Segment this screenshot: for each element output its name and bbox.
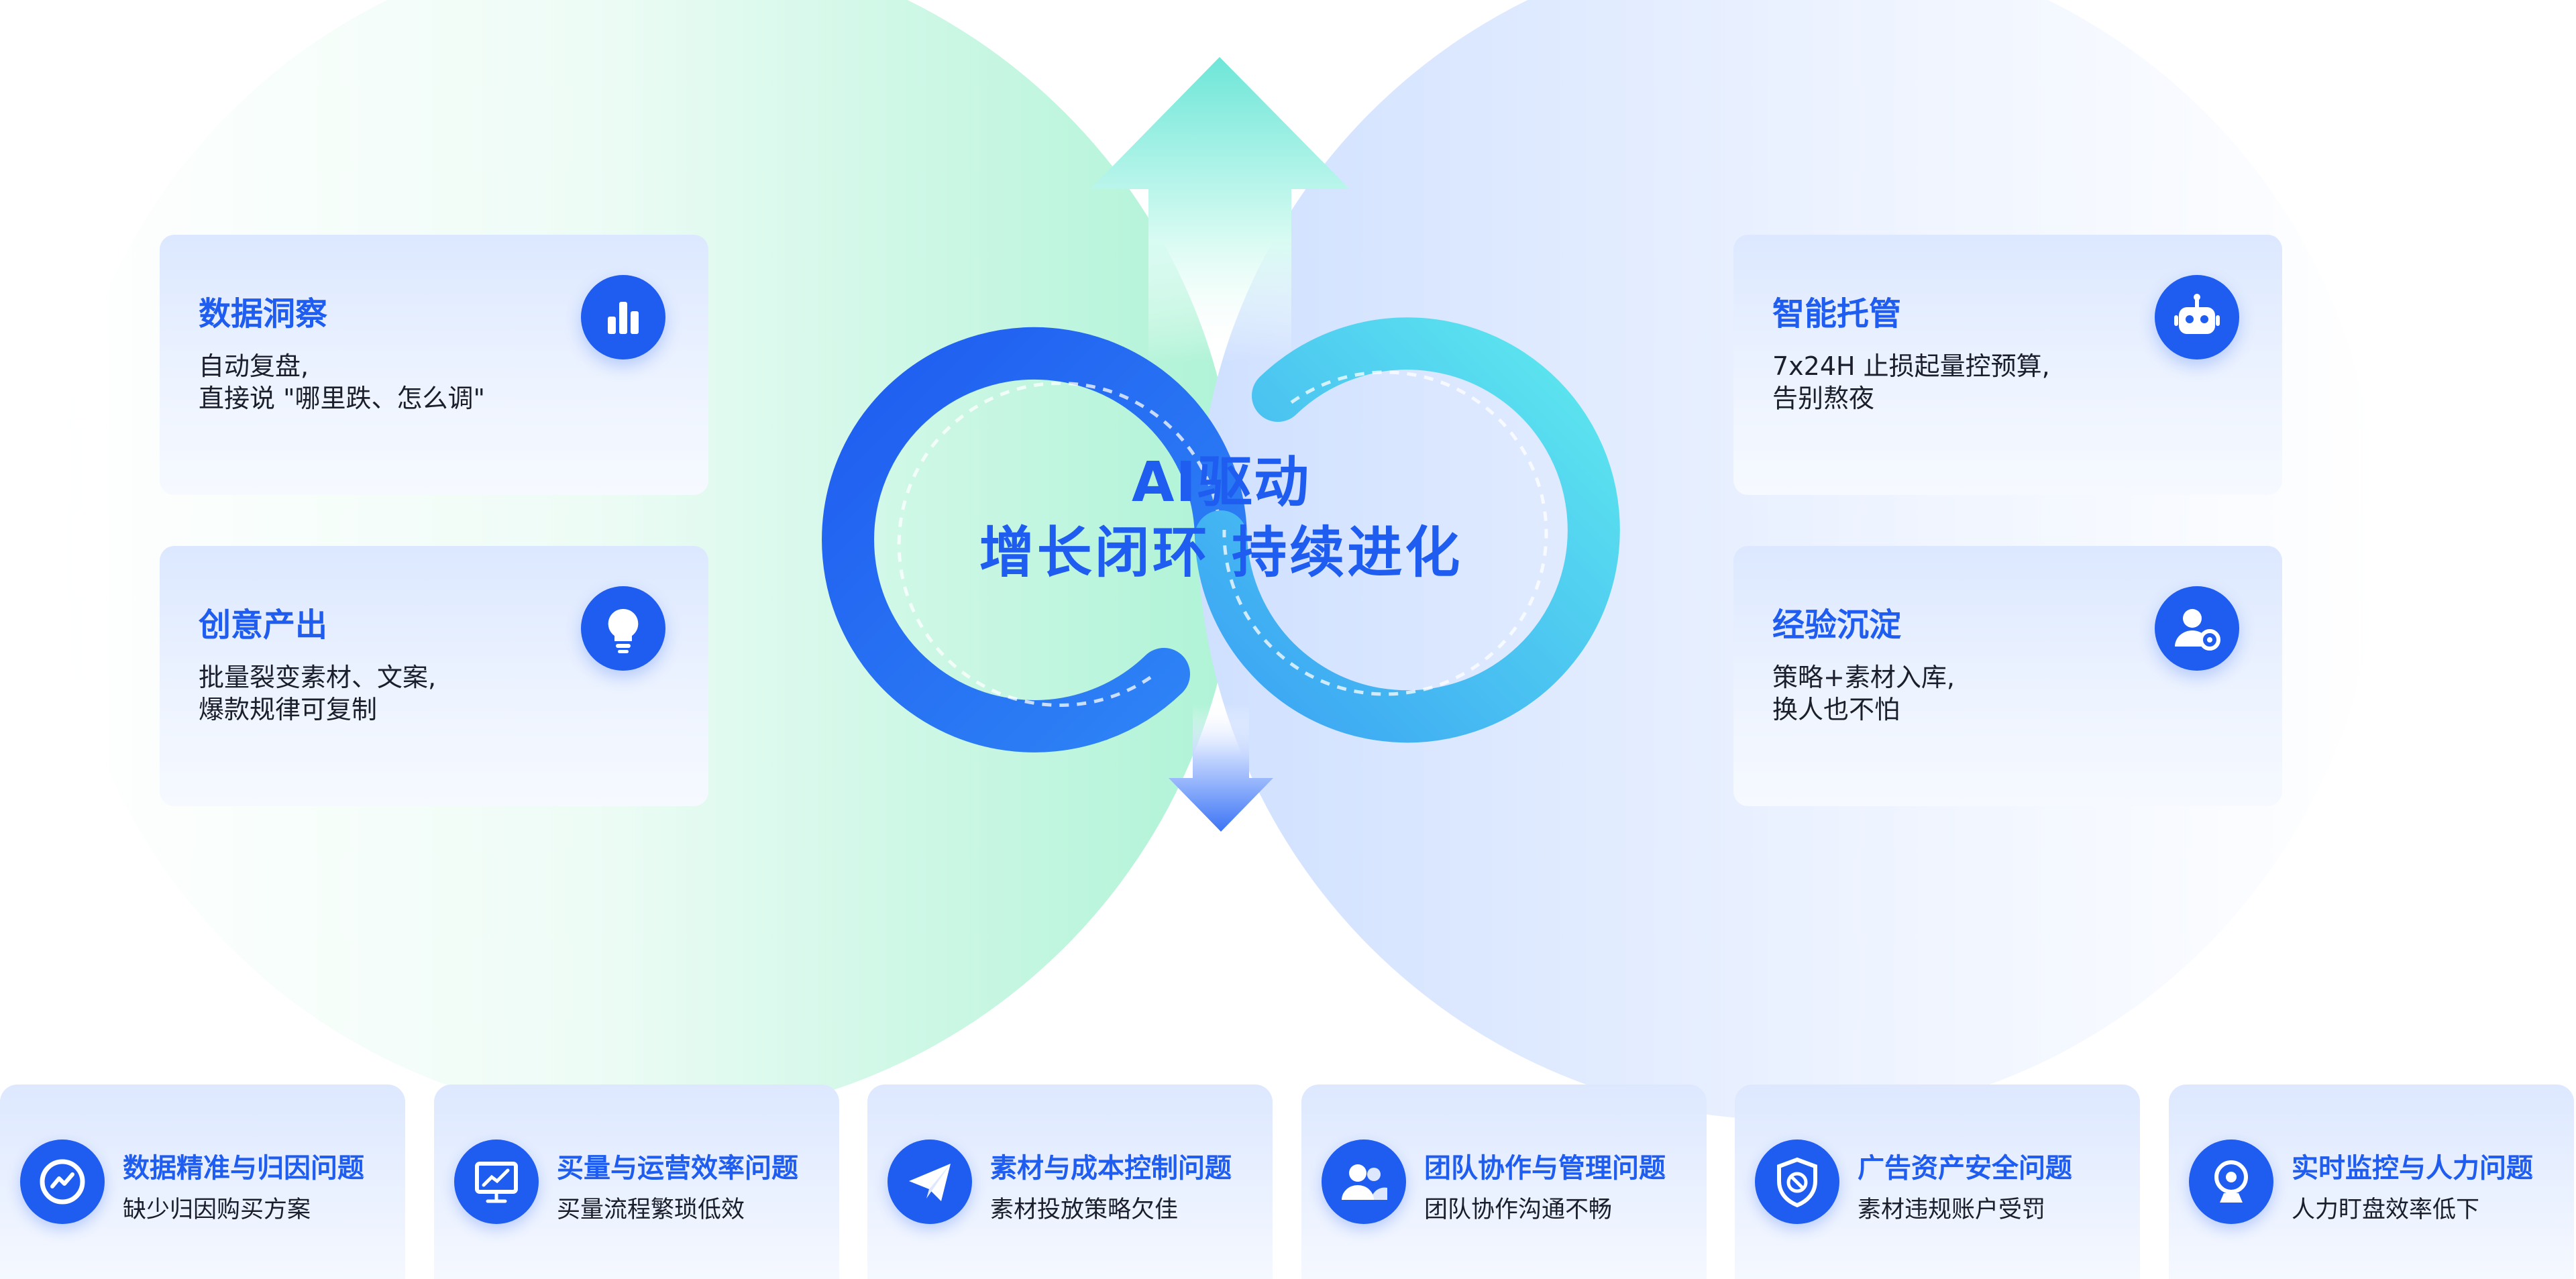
problem-card-security: 广告资产安全问题 素材违规账户受罚 <box>1735 1085 2140 1279</box>
card-data-insight: 数据洞察 自动复盘, 直接说 "哪里跌、怎么调" <box>160 235 708 495</box>
card-title: 智能托管 <box>1772 295 1902 333</box>
presentation-chart-icon <box>454 1139 539 1224</box>
card-title: 数据洞察 <box>199 295 328 333</box>
card-experience: 经验沉淀 策略+素材入库, 换人也不怕 <box>1733 546 2282 806</box>
slogan-line-2: 增长闭环 持续进化 <box>979 521 1463 585</box>
problem-title: 实时监控与人力问题 <box>2292 1153 2533 1184</box>
problem-card-attribution: 数据精准与归因问题 缺少归因购买方案 <box>0 1085 405 1279</box>
team-icon <box>1322 1139 1406 1224</box>
shield-ban-icon <box>1755 1139 1839 1224</box>
user-gear-icon <box>2155 586 2239 671</box>
lightbulb-icon <box>581 586 665 671</box>
paper-plane-icon <box>888 1139 972 1224</box>
problem-desc: 素材违规账户受罚 <box>1858 1197 2046 1223</box>
card-smart-hosting: 智能托管 7x24H 止损起量控预算, 告别熬夜 <box>1733 235 2282 495</box>
trend-chat-icon <box>20 1139 105 1224</box>
card-title: 创意产出 <box>199 606 328 644</box>
problem-card-monitoring: 实时监控与人力问题 人力盯盘效率低下 <box>2169 1085 2574 1279</box>
problem-title: 买量与运营效率问题 <box>557 1153 798 1184</box>
center-slogan: AI驱动 增长闭环 持续进化 <box>916 449 1526 590</box>
card-title: 经验沉淀 <box>1772 606 1902 644</box>
problem-desc: 买量流程繁琐低效 <box>557 1197 745 1223</box>
problem-desc: 人力盯盘效率低下 <box>2292 1197 2480 1223</box>
problem-title: 数据精准与归因问题 <box>123 1153 364 1184</box>
robot-icon <box>2155 275 2239 359</box>
card-desc: 自动复盘, 直接说 "哪里跌、怎么调" <box>199 351 486 413</box>
problem-title: 素材与成本控制问题 <box>990 1153 1232 1184</box>
card-creative-output: 创意产出 批量裂变素材、文案, 爆款规律可复制 <box>160 546 708 806</box>
problem-title: 团队协作与管理问题 <box>1424 1153 1666 1184</box>
problem-desc: 缺少归因购买方案 <box>123 1197 311 1223</box>
problem-desc: 团队协作沟通不畅 <box>1424 1197 1613 1223</box>
down-arrow <box>1169 704 1273 832</box>
card-desc: 策略+素材入库, 换人也不怕 <box>1772 663 1955 724</box>
card-desc: 7x24H 止损起量控预算, 告别熬夜 <box>1772 351 2050 413</box>
problem-card-cost: 素材与成本控制问题 素材投放策略欠佳 <box>867 1085 1273 1279</box>
problem-card-team: 团队协作与管理问题 团队协作沟通不畅 <box>1301 1085 1707 1279</box>
problem-title: 广告资产安全问题 <box>1858 1153 2072 1184</box>
up-arrow <box>1090 57 1350 362</box>
problem-desc: 素材投放策略欠佳 <box>990 1197 1179 1223</box>
problem-card-efficiency: 买量与运营效率问题 买量流程繁琐低效 <box>434 1085 839 1279</box>
bar-chart-icon <box>581 275 665 359</box>
webcam-icon <box>2189 1139 2273 1224</box>
slogan-line-1: AI驱动 <box>1132 451 1310 514</box>
card-desc: 批量裂变素材、文案, 爆款规律可复制 <box>199 663 437 724</box>
